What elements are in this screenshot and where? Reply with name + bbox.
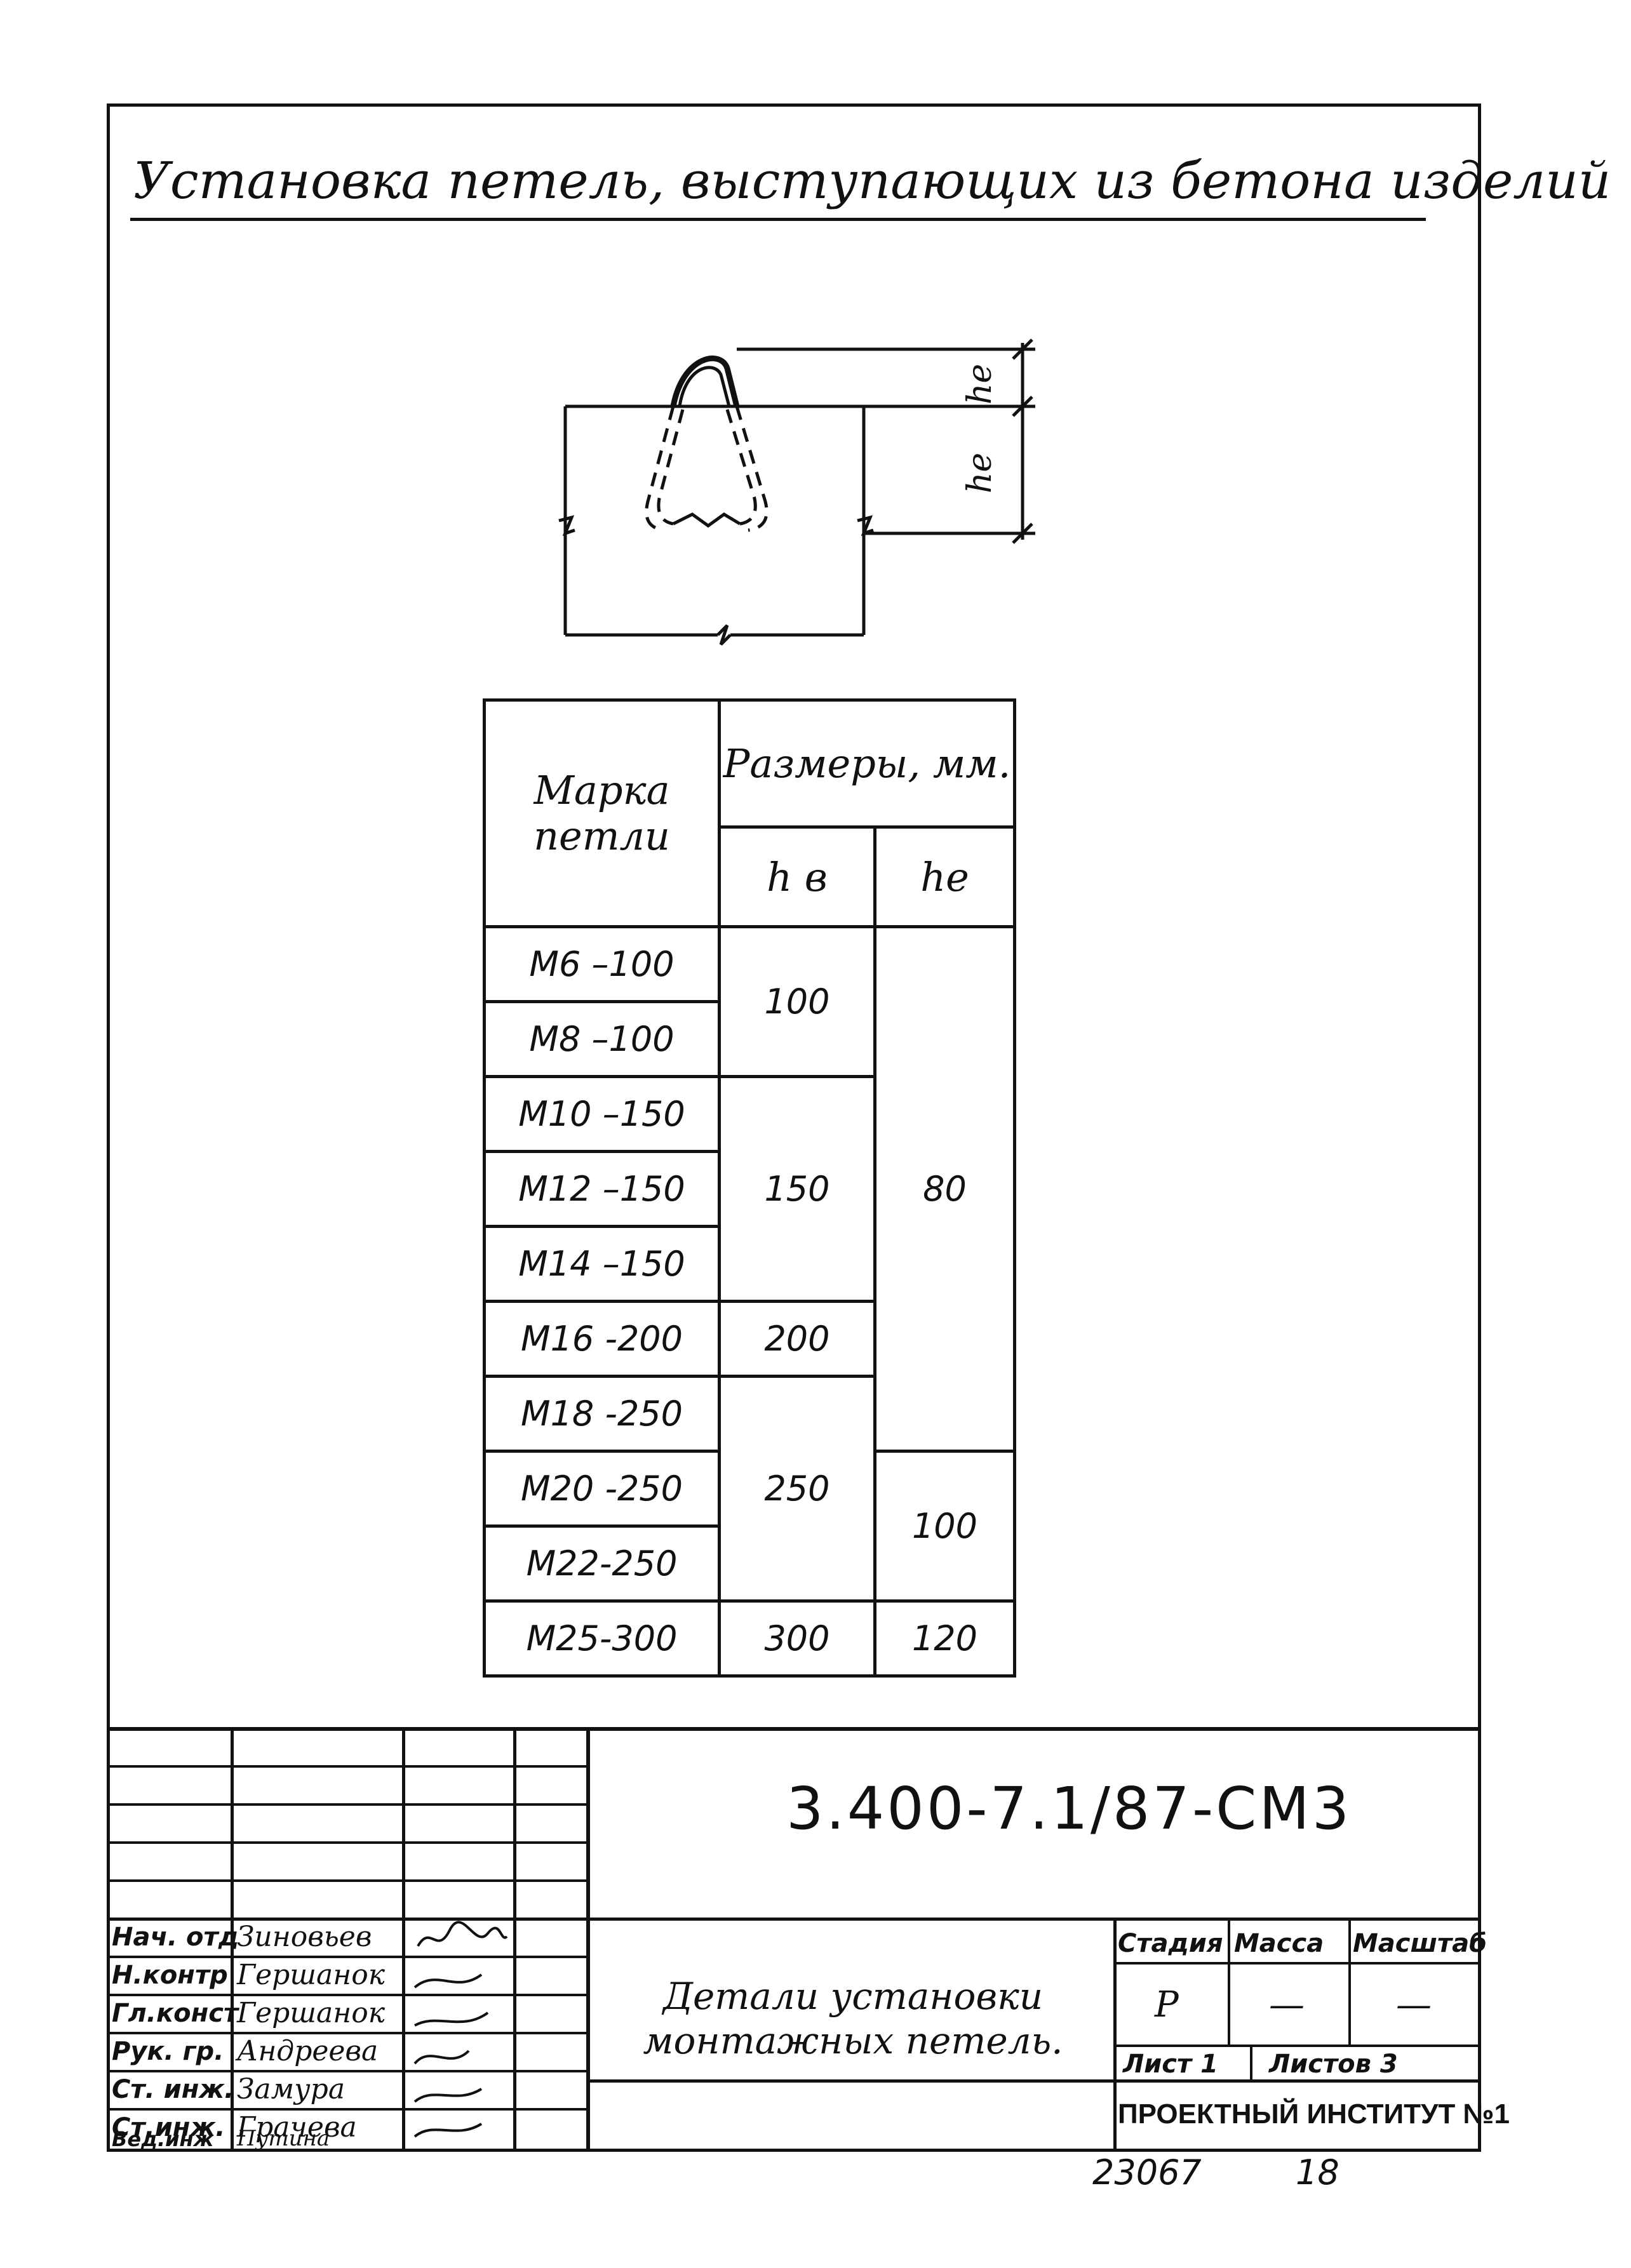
header-mark-label: Марка петли	[534, 767, 670, 859]
he-value: 100	[873, 1450, 1016, 1603]
person-name: Замура	[237, 2073, 346, 2105]
stage-value: Р	[1155, 1984, 1179, 2025]
header-sizes: Размеры, мм.	[718, 698, 1016, 829]
hb-value: 150	[718, 1075, 876, 1303]
table-row-mark: М10 –150	[483, 1075, 721, 1153]
table-row-mark: М16 -200	[483, 1300, 721, 1378]
header-he: he	[873, 825, 1016, 928]
person-name: Зиновьев	[237, 1921, 372, 1953]
table-row-mark: М14 –150	[483, 1225, 721, 1303]
document-code: 3.400-7.1/87-СМ3	[786, 1775, 1352, 1843]
table-row-mark: М12 –150	[483, 1150, 721, 1228]
header-mark: Марка петли	[483, 698, 721, 928]
mass-label: Масса	[1234, 1929, 1324, 1958]
person-name: Грачева	[237, 2111, 357, 2144]
page-title: Установка петель, выступающих из бетона …	[133, 151, 1611, 210]
table-row-mark: М18 -250	[483, 1375, 721, 1453]
scale-value: —	[1396, 1984, 1432, 2025]
dim-label-top: he	[961, 364, 999, 404]
person-name: Гершанок	[237, 1959, 385, 1991]
title-block: 3.400-7.1/87-СМ3 Детали установки монтаж…	[107, 1727, 1510, 2152]
role-label: Н.контр	[112, 1961, 228, 1990]
hb-value: 200	[718, 1300, 876, 1378]
person-name: Путина	[237, 2126, 330, 2151]
page-number: 18	[1296, 2152, 1339, 2192]
role-label: Ст. инж.	[112, 2075, 234, 2104]
person-name: Гершанок	[237, 1997, 385, 2029]
institute-name: ПРОЕКТНЫЙ ИНСТИТУТ №1	[1118, 2098, 1510, 2130]
loop-drawing: he he	[546, 330, 1054, 660]
role-label: Гл.конст	[112, 1999, 239, 2028]
table-row-mark: М6 –100	[483, 925, 721, 1003]
he-value: 120	[873, 1599, 1016, 1678]
table-row-mark: М8 –100	[483, 1000, 721, 1078]
person-name: Андреева	[237, 2035, 379, 2067]
role-label: Рук. гр.	[112, 2037, 224, 2066]
sheet-title-line2: монтажных петель.	[643, 2019, 1063, 2062]
signatures	[413, 1921, 508, 2138]
stage-label: Стадия	[1118, 1929, 1223, 1958]
he-value: 80	[873, 925, 1016, 1453]
archive-number: 23067	[1092, 2152, 1202, 2192]
role-label: Нач. отд	[112, 1923, 239, 1952]
role-label: Вед.инж	[112, 2127, 214, 2151]
table-row-mark: М22-250	[483, 1524, 721, 1603]
hb-value: 250	[718, 1375, 876, 1603]
hb-value: 300	[718, 1599, 876, 1678]
drawing-frame	[107, 103, 1481, 2152]
table-row-mark: М20 -250	[483, 1450, 721, 1528]
title-underline	[130, 218, 1426, 221]
table-row-mark: М25-300	[483, 1599, 721, 1678]
loops-table: Марка петли Размеры, мм. h в he М6 –100 …	[483, 698, 1023, 1683]
sheets-count: Листов 3	[1269, 2050, 1398, 2079]
sheet-number: Лист 1	[1123, 2050, 1218, 2079]
hb-value: 100	[718, 925, 876, 1078]
sheet-title-line1: Детали установки	[662, 1975, 1044, 2018]
loop-sketch: he he	[558, 338, 1035, 646]
scale-label: Масштаб	[1353, 1929, 1487, 1958]
mass-value: —	[1269, 1984, 1305, 2025]
header-hb: h в	[718, 825, 876, 928]
role-label: Ст.инж.	[112, 2113, 225, 2142]
dim-label-side: he	[961, 453, 999, 493]
